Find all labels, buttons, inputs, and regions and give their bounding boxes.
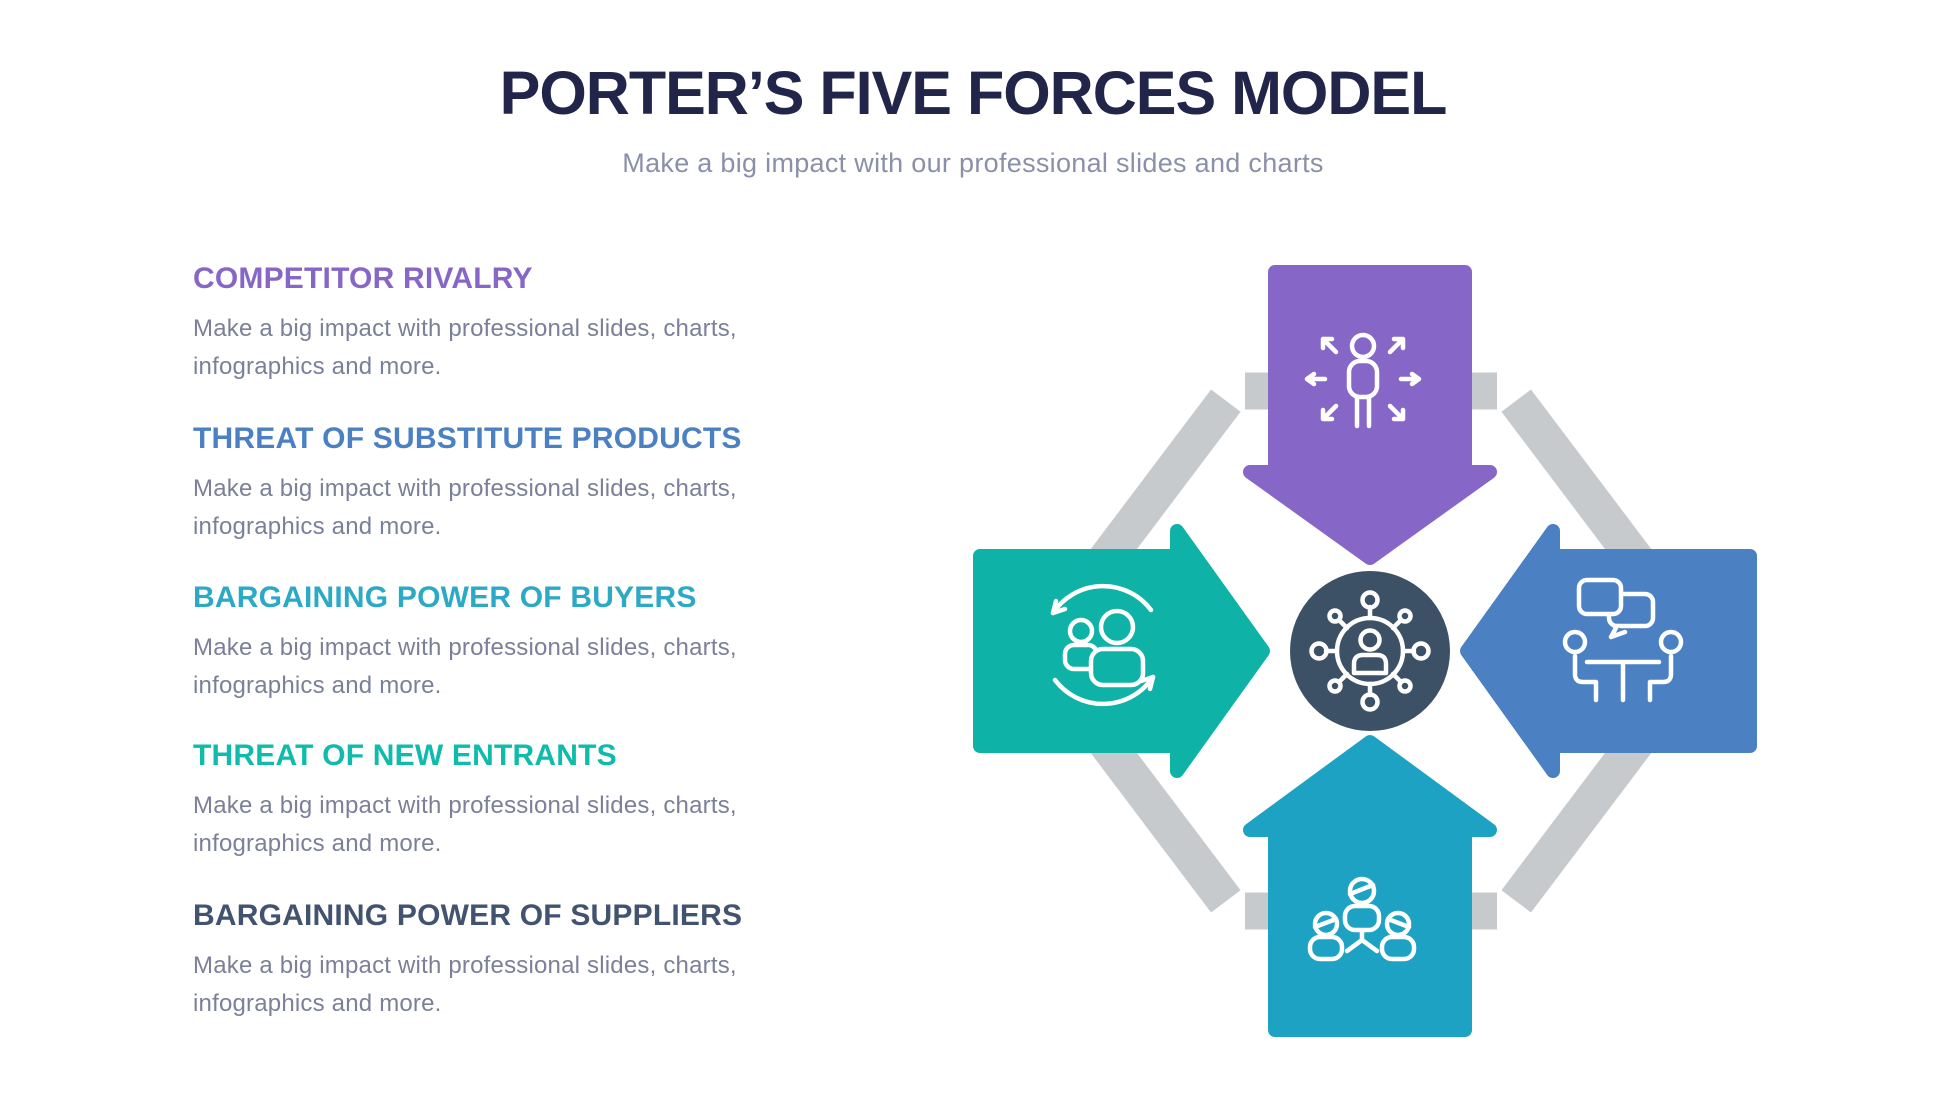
force-description: Make a big impact with professional slid… <box>193 792 737 857</box>
force-label: BARGAINING POWER OF BUYERS <box>193 581 697 614</box>
force-item-threat-of-substitutes: THREAT OF SUBSTITUTE PRODUCTS Make a big… <box>193 422 853 546</box>
page-subtitle: Make a big impact with our professional … <box>622 148 1324 178</box>
customer-exchange-icon <box>1050 583 1156 707</box>
force-label: THREAT OF NEW ENTRANTS <box>193 739 617 772</box>
force-label: BARGAINING POWER OF SUPPLIERS <box>193 899 743 932</box>
five-forces-diagram <box>973 265 1757 1037</box>
force-description: Make a big impact with professional slid… <box>193 475 737 540</box>
arrow-right <box>1460 524 1757 778</box>
person-influence-icon <box>1304 332 1422 429</box>
force-label: THREAT OF SUBSTITUTE PRODUCTS <box>193 422 742 455</box>
page-title: PORTER’S FIVE FORCES MODEL <box>499 59 1448 127</box>
network-person-icon <box>1309 590 1431 712</box>
force-item-buyer-power: BARGAINING POWER OF BUYERS Make a big im… <box>193 581 853 705</box>
force-item-supplier-power: BARGAINING POWER OF SUPPLIERS Make a big… <box>193 899 853 1023</box>
force-description: Make a big impact with professional slid… <box>193 634 737 699</box>
negotiation-table-icon <box>1562 577 1684 703</box>
force-label: COMPETITOR RIVALRY <box>193 262 533 295</box>
team-hierarchy-icon <box>1307 876 1417 962</box>
force-description: Make a big impact with professional slid… <box>193 315 737 380</box>
force-item-new-entrants: THREAT OF NEW ENTRANTS Make a big impact… <box>193 739 853 863</box>
force-description: Make a big impact with professional slid… <box>193 952 737 1017</box>
force-item-competitor-rivalry: COMPETITOR RIVALRY Make a big impact wit… <box>193 262 853 386</box>
